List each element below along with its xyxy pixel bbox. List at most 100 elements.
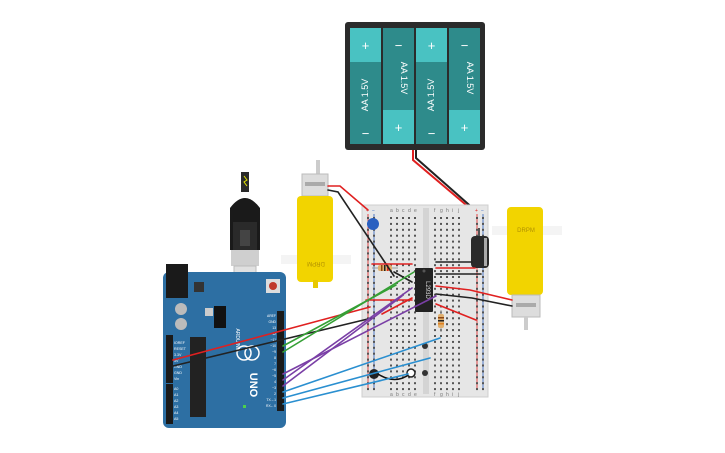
- breadboard-hole[interactable]: [440, 276, 442, 278]
- breadboard-hole[interactable]: [476, 352, 478, 355]
- breadboard-hole[interactable]: [373, 281, 375, 284]
- breadboard-hole[interactable]: [458, 270, 460, 273]
- breadboard-hole[interactable]: [446, 323, 448, 326]
- breadboard-hole[interactable]: [458, 358, 460, 361]
- breadboard-hole[interactable]: [482, 364, 484, 367]
- breadboard-hole[interactable]: [396, 329, 398, 332]
- breadboard-hole[interactable]: [482, 335, 484, 337]
- breadboard-hole[interactable]: [414, 234, 416, 237]
- breadboard-hole[interactable]: [367, 258, 369, 261]
- breadboard-hole[interactable]: [408, 240, 410, 243]
- breadboard-hole[interactable]: [390, 305, 392, 308]
- breadboard-hole[interactable]: [452, 317, 454, 320]
- breadboard-hole[interactable]: [396, 240, 398, 243]
- breadboard-hole[interactable]: [434, 358, 436, 361]
- wire-blue[interactable]: [282, 337, 441, 393]
- breadboard-hole[interactable]: [373, 311, 375, 314]
- breadboard-hole[interactable]: [408, 311, 410, 314]
- breadboard-hole[interactable]: [373, 358, 375, 361]
- breadboard-hole[interactable]: [434, 346, 436, 349]
- breadboard-hole[interactable]: [452, 246, 454, 249]
- analog-header[interactable]: [166, 384, 173, 424]
- breadboard-hole[interactable]: [402, 287, 404, 290]
- breadboard-hole[interactable]: [402, 340, 404, 343]
- breadboard-hole[interactable]: [390, 293, 392, 296]
- breadboard-hole[interactable]: [414, 240, 416, 243]
- breadboard-hole[interactable]: [446, 376, 448, 379]
- breadboard-hole[interactable]: [440, 346, 442, 349]
- breadboard-hole[interactable]: [390, 358, 392, 361]
- capacitor-icon[interactable]: [471, 228, 489, 268]
- breadboard-hole[interactable]: [414, 246, 416, 249]
- breadboard-hole[interactable]: [390, 252, 392, 255]
- breadboard-hole[interactable]: [408, 305, 410, 308]
- breadboard-hole[interactable]: [390, 346, 392, 349]
- breadboard-hole[interactable]: [482, 270, 484, 273]
- breadboard-hole[interactable]: [440, 370, 442, 373]
- breadboard-hole[interactable]: [414, 346, 416, 349]
- breadboard-hole[interactable]: [373, 264, 375, 267]
- breadboard-hole[interactable]: [434, 276, 436, 278]
- breadboard-hole[interactable]: [408, 382, 410, 385]
- breadboard-hole[interactable]: [390, 258, 392, 261]
- breadboard-hole[interactable]: [434, 376, 436, 379]
- breadboard-hole[interactable]: [458, 382, 460, 385]
- breadboard-hole[interactable]: [367, 340, 369, 343]
- breadboard-hole[interactable]: [452, 252, 454, 255]
- breadboard-hole[interactable]: [396, 317, 398, 320]
- breadboard-hole[interactable]: [434, 228, 436, 231]
- power-header[interactable]: [166, 335, 173, 383]
- breadboard-hole[interactable]: [402, 234, 404, 237]
- breadboard-hole[interactable]: [458, 246, 460, 249]
- breadboard-hole[interactable]: [367, 264, 369, 267]
- breadboard-hole[interactable]: [367, 246, 369, 249]
- breadboard-hole[interactable]: [402, 329, 404, 332]
- breadboard-hole[interactable]: [458, 228, 460, 231]
- breadboard-hole[interactable]: [367, 305, 369, 308]
- breadboard-hole[interactable]: [476, 335, 478, 337]
- breadboard-hole[interactable]: [446, 222, 448, 225]
- breadboard-hole[interactable]: [373, 270, 375, 273]
- pushbutton-icon[interactable]: [422, 370, 428, 376]
- breadboard-hole[interactable]: [390, 276, 392, 278]
- battery-wire-red[interactable]: [412, 150, 479, 216]
- breadboard-hole[interactable]: [414, 382, 416, 385]
- breadboard-hole[interactable]: [414, 311, 416, 314]
- breadboard-hole[interactable]: [452, 358, 454, 361]
- led-icon[interactable]: [367, 218, 379, 230]
- breadboard-hole[interactable]: [367, 293, 369, 296]
- breadboard-hole[interactable]: [390, 382, 392, 385]
- breadboard-hole[interactable]: [476, 376, 478, 379]
- breadboard-hole[interactable]: [458, 293, 460, 296]
- breadboard-hole[interactable]: [390, 246, 392, 249]
- breadboard-hole[interactable]: [402, 388, 404, 391]
- breadboard-hole[interactable]: [414, 323, 416, 326]
- breadboard-hole[interactable]: [476, 346, 478, 349]
- breadboard-hole[interactable]: [446, 358, 448, 361]
- breadboard-hole[interactable]: [434, 382, 436, 385]
- breadboard-hole[interactable]: [367, 376, 369, 379]
- breadboard-hole[interactable]: [458, 352, 460, 355]
- breadboard-hole[interactable]: [440, 234, 442, 237]
- breadboard-hole[interactable]: [367, 240, 369, 243]
- breadboard-hole[interactable]: [414, 317, 416, 320]
- breadboard-hole[interactable]: [414, 388, 416, 391]
- breadboard-hole[interactable]: [440, 258, 442, 261]
- breadboard-hole[interactable]: [446, 388, 448, 391]
- breadboard-hole[interactable]: [408, 276, 410, 278]
- breadboard-hole[interactable]: [408, 335, 410, 337]
- breadboard-hole[interactable]: [414, 358, 416, 361]
- breadboard-hole[interactable]: [434, 352, 436, 355]
- breadboard-hole[interactable]: [373, 388, 375, 391]
- breadboard-hole[interactable]: [476, 293, 478, 296]
- battery-cell-4[interactable]: − + AA 1.5V: [449, 28, 480, 144]
- breadboard-hole[interactable]: [373, 382, 375, 385]
- breadboard-hole[interactable]: [390, 323, 392, 326]
- breadboard-hole[interactable]: [446, 234, 448, 237]
- wire-black[interactable]: [172, 317, 373, 367]
- arduino-uno[interactable]: UNO ARDUINO IOREF RESET 3.3V 5V GND GND …: [163, 172, 286, 428]
- breadboard-hole[interactable]: [434, 323, 436, 326]
- breadboard-hole[interactable]: [482, 382, 484, 385]
- breadboard-hole[interactable]: [402, 240, 404, 243]
- breadboard-hole[interactable]: [390, 335, 392, 337]
